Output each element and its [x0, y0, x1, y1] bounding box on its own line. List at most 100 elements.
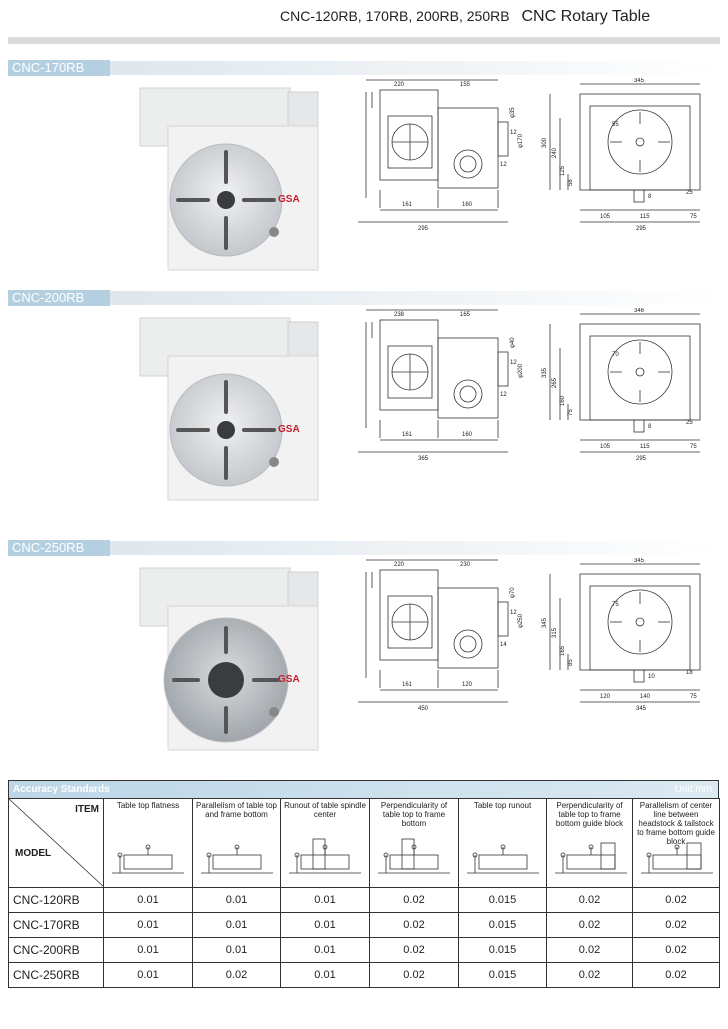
dim-front-bottom: 295 [636, 456, 647, 462]
accuracy-value: 0.01 [103, 962, 193, 988]
dim-side-top-right: 165 [460, 312, 471, 318]
technical-drawing: 238 165 161 160 365 12 12 φ40 φ200 346 3… [358, 308, 701, 462]
dim-front-h4: 58 [568, 179, 574, 186]
dim-side-top-left: 220 [394, 562, 405, 568]
side-view-drawing [358, 79, 509, 223]
dim-side-b2: 160 [462, 432, 473, 438]
accuracy-value: 0.02 [369, 887, 459, 913]
dim-side-b2: 120 [462, 682, 473, 688]
dim-side-total: 450 [418, 706, 429, 712]
row-model: CNC-250RB [8, 962, 104, 988]
side-view-drawing [358, 559, 509, 703]
technical-drawing: 220 155 161 160 295 12 12 φ35 φ170 345 3… [358, 78, 701, 232]
dim-side-total: 295 [418, 226, 429, 232]
column-header-text: Parallelism of center line between heads… [637, 801, 715, 846]
dim-front-b3: 75 [690, 694, 697, 700]
dim-side-v1: 12 [510, 360, 517, 366]
dim-side-top-left: 238 [394, 312, 405, 318]
dim-side-b1: 161 [402, 432, 413, 438]
accuracy-value: 0.015 [458, 937, 547, 963]
dim-front-slot: 8 [648, 194, 652, 200]
brand-logo: GSA [278, 424, 300, 435]
accuracy-value: 0.01 [192, 937, 281, 963]
dim-side-v2: 12 [500, 392, 507, 398]
accuracy-value: 0.02 [369, 912, 459, 938]
accuracy-value: 0.02 [632, 887, 720, 913]
dim-front-bottom: 345 [636, 706, 647, 712]
front-view-drawing [549, 563, 701, 703]
accuracy-value: 0.02 [546, 937, 633, 963]
product-photo: GSA [139, 317, 319, 501]
dim-front-slotb: 25 [686, 190, 693, 196]
measurement-diagram-icon [112, 844, 184, 874]
dim-front-h3: 160 [560, 395, 566, 406]
section-tag: CNC-250RB [8, 540, 110, 556]
section-bar [8, 291, 720, 305]
dim-side-v4: φ170 [518, 133, 524, 148]
dim-side-b2: 160 [462, 202, 473, 208]
accuracy-title: Accuracy Standards [13, 784, 110, 795]
dim-side-v4: φ200 [518, 363, 524, 378]
measurement-diagram-icon [201, 844, 273, 874]
accuracy-value: 0.015 [458, 887, 547, 913]
section-bar [8, 541, 720, 555]
measurement-diagram-icon [289, 838, 361, 874]
dim-side-total: 365 [418, 456, 429, 462]
dim-front-b2: 140 [640, 694, 651, 700]
accuracy-value: 0.02 [369, 937, 459, 963]
dim-front-b3: 75 [690, 214, 697, 220]
dim-front-slot: 8 [648, 424, 652, 430]
dim-front-slotb: 25 [686, 420, 693, 426]
dim-side-v2: 12 [500, 162, 507, 168]
header-title: CNC Rotary Table [521, 8, 651, 25]
column-header: Runout of table spindle center [280, 798, 370, 888]
header-models: CNC-120RB, 170RB, 200RB, 250RB [280, 8, 510, 24]
accuracy-value: 0.01 [103, 887, 193, 913]
dim-side-v1: 12 [510, 610, 517, 616]
accuracy-unit: Unit:mm [674, 784, 712, 795]
dim-front-b1: 105 [600, 444, 611, 450]
column-header: Perpendicularity of table top to frame b… [369, 798, 459, 888]
section-tag: CNC-170RB [8, 60, 110, 76]
item-model-corner: ITEM MODEL [8, 798, 104, 888]
measurement-diagram-icon [641, 842, 713, 874]
accuracy-value: 0.01 [192, 912, 281, 938]
accuracy-value: 0.02 [546, 887, 633, 913]
dim-front-h1: 300 [542, 137, 548, 148]
dim-front-h1: 335 [542, 367, 548, 378]
column-header: Parallelism of table top and frame botto… [192, 798, 281, 888]
dim-side-b1: 161 [402, 202, 413, 208]
page-header: CNC-120RB, 170RB, 200RB, 250RB CNC Rotar… [280, 8, 650, 26]
accuracy-value: 0.01 [103, 912, 193, 938]
accuracy-value: 0.02 [546, 962, 633, 988]
measurement-diagram-icon [467, 844, 539, 874]
dim-side-top-right: 155 [460, 82, 471, 88]
column-header-text: Perpendicularity of table top to frame b… [380, 801, 448, 828]
column-header-text: Perpendicularity of table top to frame b… [555, 801, 624, 828]
dim-front-h2: 240 [552, 147, 558, 158]
dim-side-top-right: 230 [460, 562, 471, 568]
dim-front-h3: 125 [560, 165, 566, 176]
header-rule [8, 37, 720, 44]
accuracy-value: 0.02 [632, 937, 720, 963]
dim-front-h4: 85 [568, 659, 574, 666]
dim-front-angle: 55 [612, 122, 619, 128]
front-view-drawing [549, 313, 701, 453]
dim-side-v3: φ40 [510, 337, 516, 348]
accuracy-value: 0.01 [280, 962, 370, 988]
dim-front-h3: 165 [560, 645, 566, 656]
dim-front-width: 345 [634, 78, 645, 84]
brand-logo: GSA [278, 194, 300, 205]
dim-front-b2: 115 [640, 444, 650, 450]
product-photo: GSA [139, 567, 319, 751]
column-header: Table top flatness [103, 798, 193, 888]
dim-front-b1: 105 [600, 214, 611, 220]
dim-front-h4: 75 [568, 409, 574, 416]
dim-side-v1: 12 [510, 130, 517, 136]
dim-side-b1: 161 [402, 682, 413, 688]
product-photo: GSA [139, 87, 319, 271]
